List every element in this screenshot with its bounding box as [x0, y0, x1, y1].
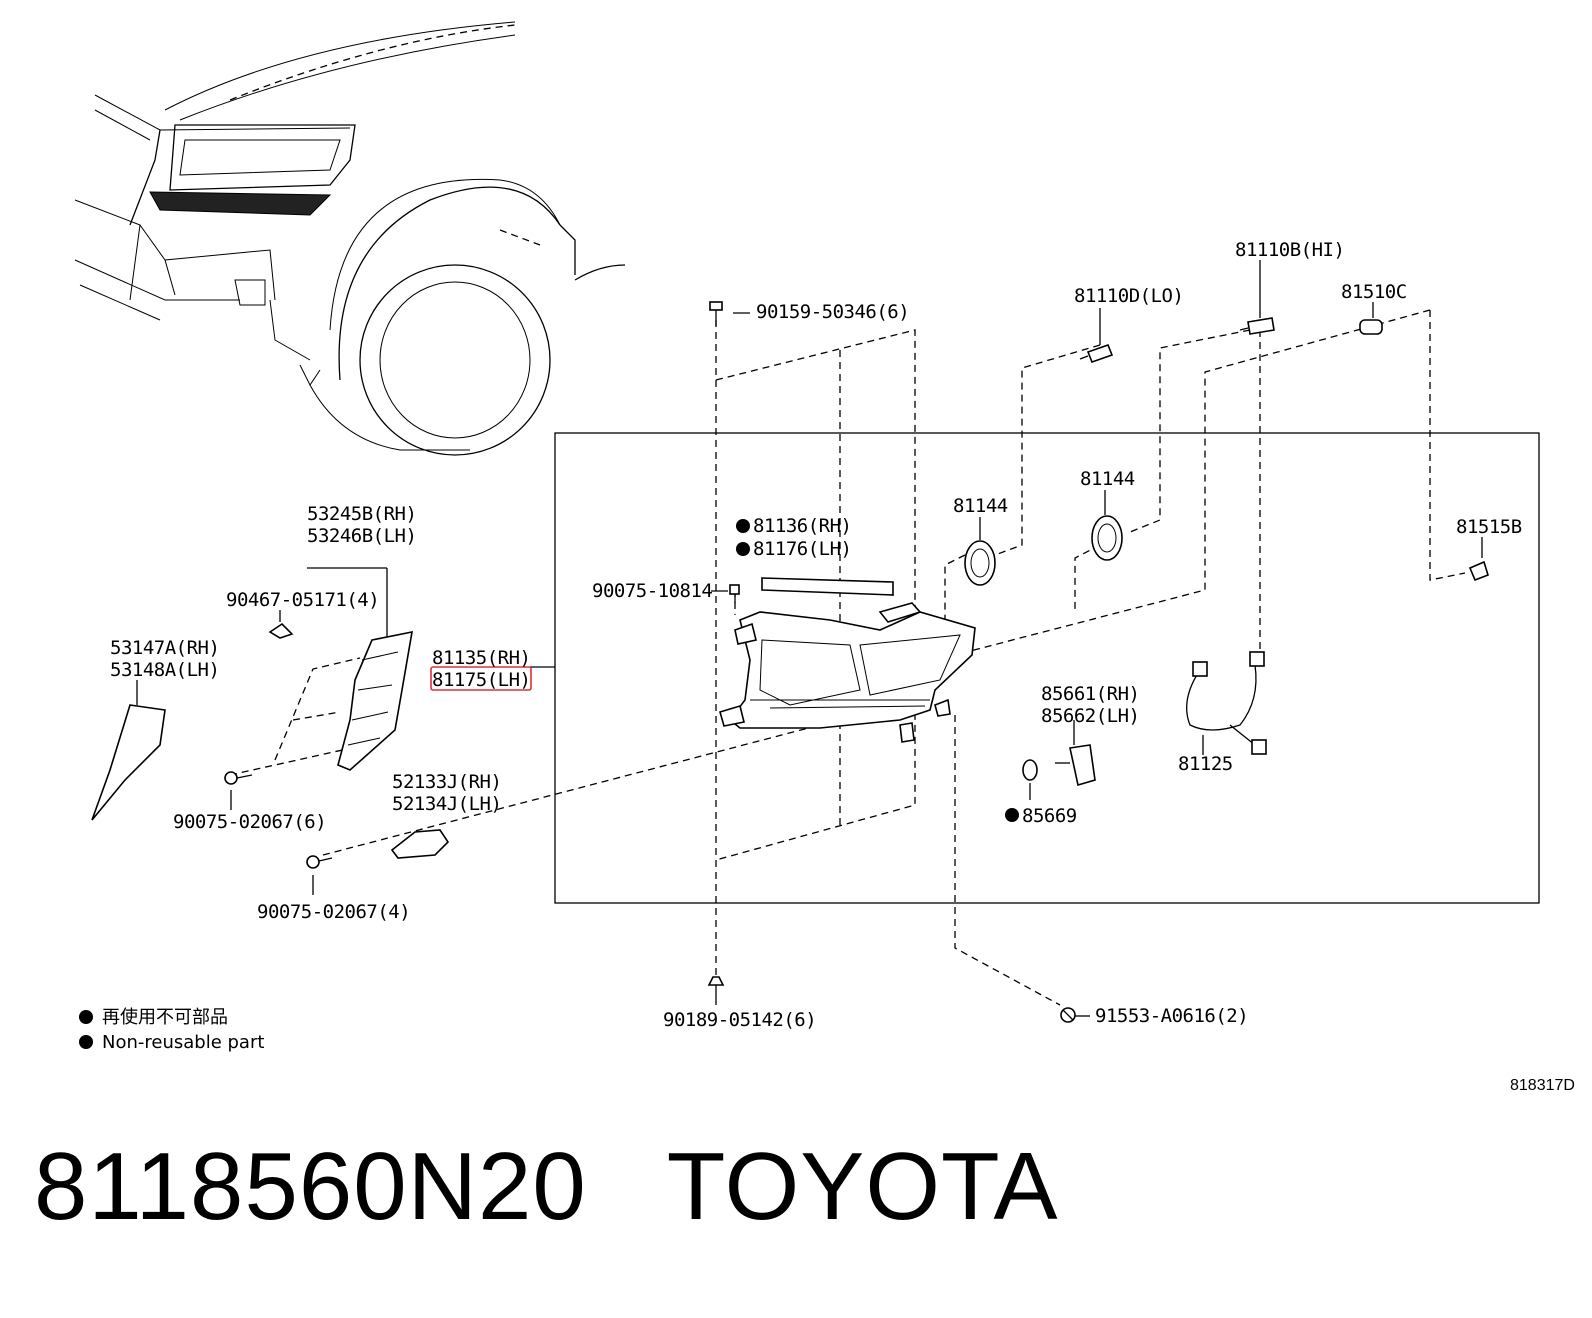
- brand-name: TOYOTA: [666, 1133, 1059, 1240]
- actuator-85661: [1055, 744, 1096, 787]
- vehicle-sketch: [74, 21, 626, 456]
- bracket-52133j: [390, 829, 450, 859]
- non-reusable-marker: [1005, 808, 1019, 822]
- label-85662: 85662(LH): [1041, 705, 1139, 727]
- label-53246b: 53246B(LH): [307, 525, 416, 547]
- label-81144-a: 81144: [953, 495, 1008, 517]
- bulb-81110d: [1079, 343, 1114, 364]
- legend: 再使用不可部品 Non-reusable part: [79, 1007, 264, 1053]
- legend-en: Non-reusable part: [102, 1032, 264, 1053]
- label-53147a: 53147A(RH): [110, 637, 219, 659]
- oring-85669: [1022, 759, 1038, 781]
- part-number: 8118560N20: [34, 1133, 587, 1240]
- clip-icon: [707, 976, 725, 995]
- label-85661: 85661(RH): [1041, 683, 1139, 705]
- label-90189: 90189-05142(6): [663, 1009, 816, 1031]
- label-90467: 90467-05171(4): [226, 589, 379, 611]
- seal-strip-81136: [761, 577, 894, 596]
- parts-diagram: 53245B(RH) 53246B(LH) 90467-05171(4) 531…: [74, 21, 1575, 1094]
- legend-bullet-icon: [79, 1035, 93, 1049]
- label-90159: 90159-50346(6): [756, 301, 909, 323]
- label-81144-b: 81144: [1080, 468, 1135, 490]
- label-53245b: 53245B(RH): [307, 503, 416, 525]
- label-81175: 81175(LH): [432, 669, 530, 691]
- non-reusable-marker: [736, 519, 750, 533]
- harness-81125: [1186, 651, 1267, 755]
- label-53148a: 53148A(LH): [110, 659, 219, 681]
- bolt-icon: [729, 584, 740, 603]
- cover-81144-a: [964, 540, 996, 586]
- bulb-81510c: [1359, 319, 1383, 335]
- diagram-code: 818317D: [1510, 1077, 1575, 1094]
- leader-lines: [136, 260, 1483, 1017]
- garnish-53147a: [91, 704, 166, 821]
- footer-title: 8118560N20 TOYOTA: [34, 1132, 1059, 1242]
- label-81110b: 81110B(HI): [1235, 239, 1344, 261]
- bulb-81110b: [1239, 317, 1275, 335]
- label-81136: 81136(RH): [753, 515, 851, 537]
- label-81110d: 81110D(LO): [1074, 285, 1183, 307]
- clip-90467: [268, 622, 294, 639]
- headlamp-assembly: [719, 602, 976, 743]
- label-91553: 91553-A0616(2): [1095, 1005, 1248, 1027]
- label-90075-4: 90075-02067(4): [257, 901, 410, 923]
- legend-jp: 再使用不可部品: [102, 1007, 228, 1028]
- bracket-53245b: [337, 630, 413, 771]
- legend-bullet-icon: [79, 1010, 93, 1024]
- assembly-box: [554, 432, 1540, 904]
- screw-icon: [1060, 1007, 1076, 1023]
- screw-icon: [306, 855, 333, 869]
- part-shapes: [91, 301, 1489, 1023]
- label-52133j: 52133J(RH): [392, 771, 501, 793]
- label-85669: 85669: [1022, 805, 1077, 827]
- part-labels: 53245B(RH) 53246B(LH) 90467-05171(4) 531…: [110, 239, 1522, 1031]
- label-81515b: 81515B: [1456, 516, 1522, 538]
- screw-icon: [224, 771, 253, 785]
- cover-81144-b: [1091, 515, 1123, 561]
- socket-81515b: [1468, 560, 1489, 582]
- label-81125: 81125: [1178, 753, 1233, 775]
- label-81176: 81176(LH): [753, 538, 851, 560]
- label-90075-10814: 90075-10814: [592, 580, 712, 602]
- screw-icon: [709, 301, 723, 326]
- label-81510c: 81510C: [1341, 281, 1407, 303]
- highlight-box: [430, 666, 532, 691]
- label-90075-6: 90075-02067(6): [173, 811, 326, 833]
- label-81135: 81135(RH): [432, 647, 530, 669]
- non-reusable-marker: [736, 542, 750, 556]
- label-52134j: 52134J(LH): [392, 793, 501, 815]
